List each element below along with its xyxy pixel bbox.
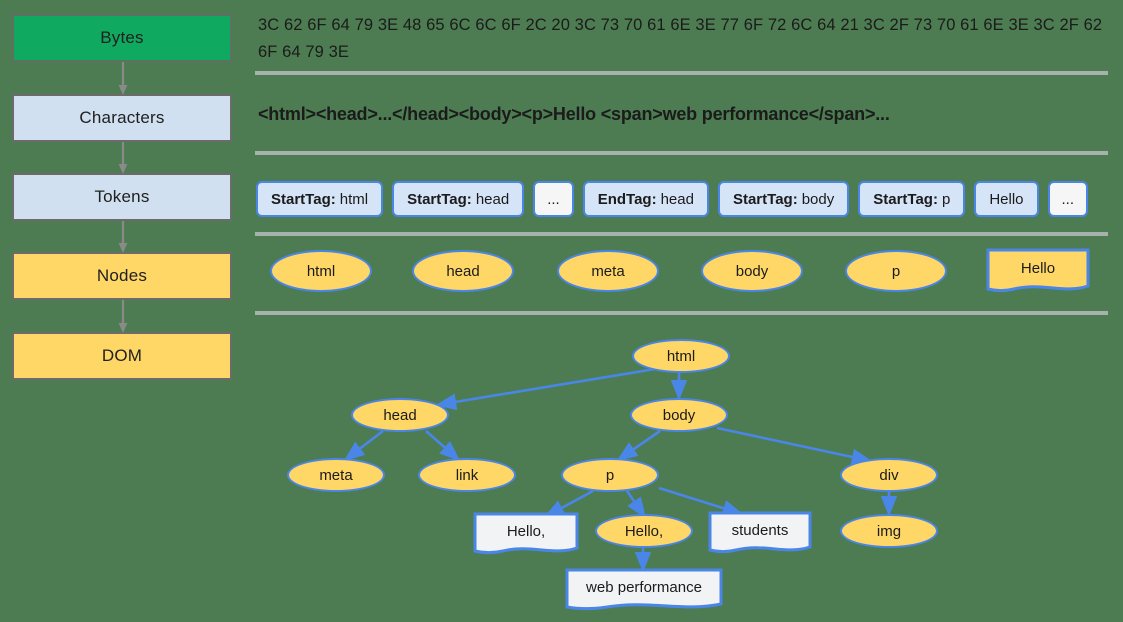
dom-node-html[interactable]: html [632,339,730,373]
dom-text-node-students[interactable]: students [708,511,812,555]
node-label: meta [591,262,625,280]
dom-node-label: meta [319,466,353,484]
token-value: html [339,190,369,208]
dom-node-link[interactable]: link [418,458,516,492]
section-divider [255,232,1108,236]
pipeline-step-label: Tokens [94,187,150,206]
dom-node-label: div [879,466,899,484]
dom-node-p[interactable]: p [561,458,659,492]
token-chip-ellipsis[interactable]: ... [1047,181,1089,217]
dom-text-node-hello[interactable]: Hello, [473,512,579,556]
token-chip[interactable]: StartTag: body [717,181,850,217]
node-label: head [446,262,480,280]
dom-node-label: p [605,466,615,484]
pipeline-step-characters[interactable]: Characters [12,94,232,142]
token-value: ... [1061,190,1075,208]
document-shape-icon [473,512,579,555]
token-value: p [941,190,951,208]
token-value: body [801,190,835,208]
dom-node-label: img [876,522,902,540]
nodes-row: html head meta body p Hello [256,248,1109,304]
node-label: p [891,262,901,280]
node-chip[interactable]: html [270,250,372,292]
pipeline-arrow-icon [118,142,128,174]
pipeline-step-label: Characters [79,108,165,127]
token-chip[interactable]: EndTag: head [582,181,709,217]
token-value: Hello [989,190,1024,208]
pipeline-arrow-icon [118,300,128,333]
document-shape-icon [565,568,723,611]
dom-node-label: html [666,347,696,365]
pipeline-arrow-icon [118,221,128,253]
node-chip[interactable]: meta [557,250,659,292]
pipeline-step-nodes[interactable]: Nodes [12,252,232,300]
node-chip[interactable]: p [845,250,947,292]
dom-text-node-web-performance[interactable]: web performance [565,568,723,612]
pipeline-step-label: DOM [101,346,143,365]
characters-markup-text: <html><head>...</head><body><p>Hello <sp… [258,104,890,124]
bytes-hex-text: 3C 62 6F 64 79 3E 48 65 6C 6C 6F 2C 20 3… [258,16,1103,61]
node-chip-text[interactable]: Hello [986,248,1090,294]
node-label: html [306,262,336,280]
dom-node-body[interactable]: body [630,398,728,432]
dom-node-img[interactable]: img [840,514,938,548]
tokens-row: StartTag: html StartTag: head ... EndTag… [256,181,1089,217]
token-key: StartTag: [732,190,798,208]
section-divider [255,311,1108,315]
token-chip[interactable]: StartTag: html [256,181,384,217]
token-chip-ellipsis[interactable]: ... [533,181,574,217]
dom-node-head[interactable]: head [351,398,449,432]
dom-node-label: body [662,406,696,424]
pipeline-step-tokens[interactable]: Tokens [12,173,232,221]
node-label: Hello [1020,260,1056,277]
pipeline-step-label: Nodes [96,266,148,285]
dom-node-span[interactable]: Hello, [595,514,693,548]
token-chip[interactable]: StartTag: p [858,181,966,217]
dom-node-label: web performance [586,579,702,596]
pipeline-step-label: Bytes [100,28,144,47]
token-key: StartTag: [407,190,472,208]
token-key: EndTag: [597,190,657,208]
dom-node-div[interactable]: div [840,458,938,492]
pipeline-arrow-icon [118,62,128,95]
dom-node-label: head [383,406,417,424]
token-chip[interactable]: StartTag: head [392,181,525,217]
token-key: StartTag: [271,190,336,208]
dom-node-label: Hello, [624,522,664,540]
dom-tree-edges [343,367,898,573]
token-key: StartTag: [873,190,938,208]
node-label: body [735,262,769,280]
node-chip[interactable]: body [701,250,803,292]
dom-node-label: link [455,466,479,484]
pipeline-step-dom[interactable]: DOM [12,332,232,380]
token-value: head [660,190,694,208]
section-divider [255,151,1108,155]
node-chip[interactable]: head [412,250,514,292]
section-divider [255,71,1108,75]
document-shape-icon [986,248,1090,293]
token-value: head [475,190,510,208]
token-chip-text[interactable]: Hello [974,181,1039,217]
pipeline-step-bytes[interactable]: Bytes [12,14,232,62]
dom-node-meta[interactable]: meta [287,458,385,492]
dom-tree: html head body meta link p div Hello, im… [255,315,1123,622]
dom-node-label: students [731,522,789,539]
dom-node-label: Hello, [506,523,546,540]
token-value: ... [547,190,560,208]
document-shape-icon [708,511,812,554]
